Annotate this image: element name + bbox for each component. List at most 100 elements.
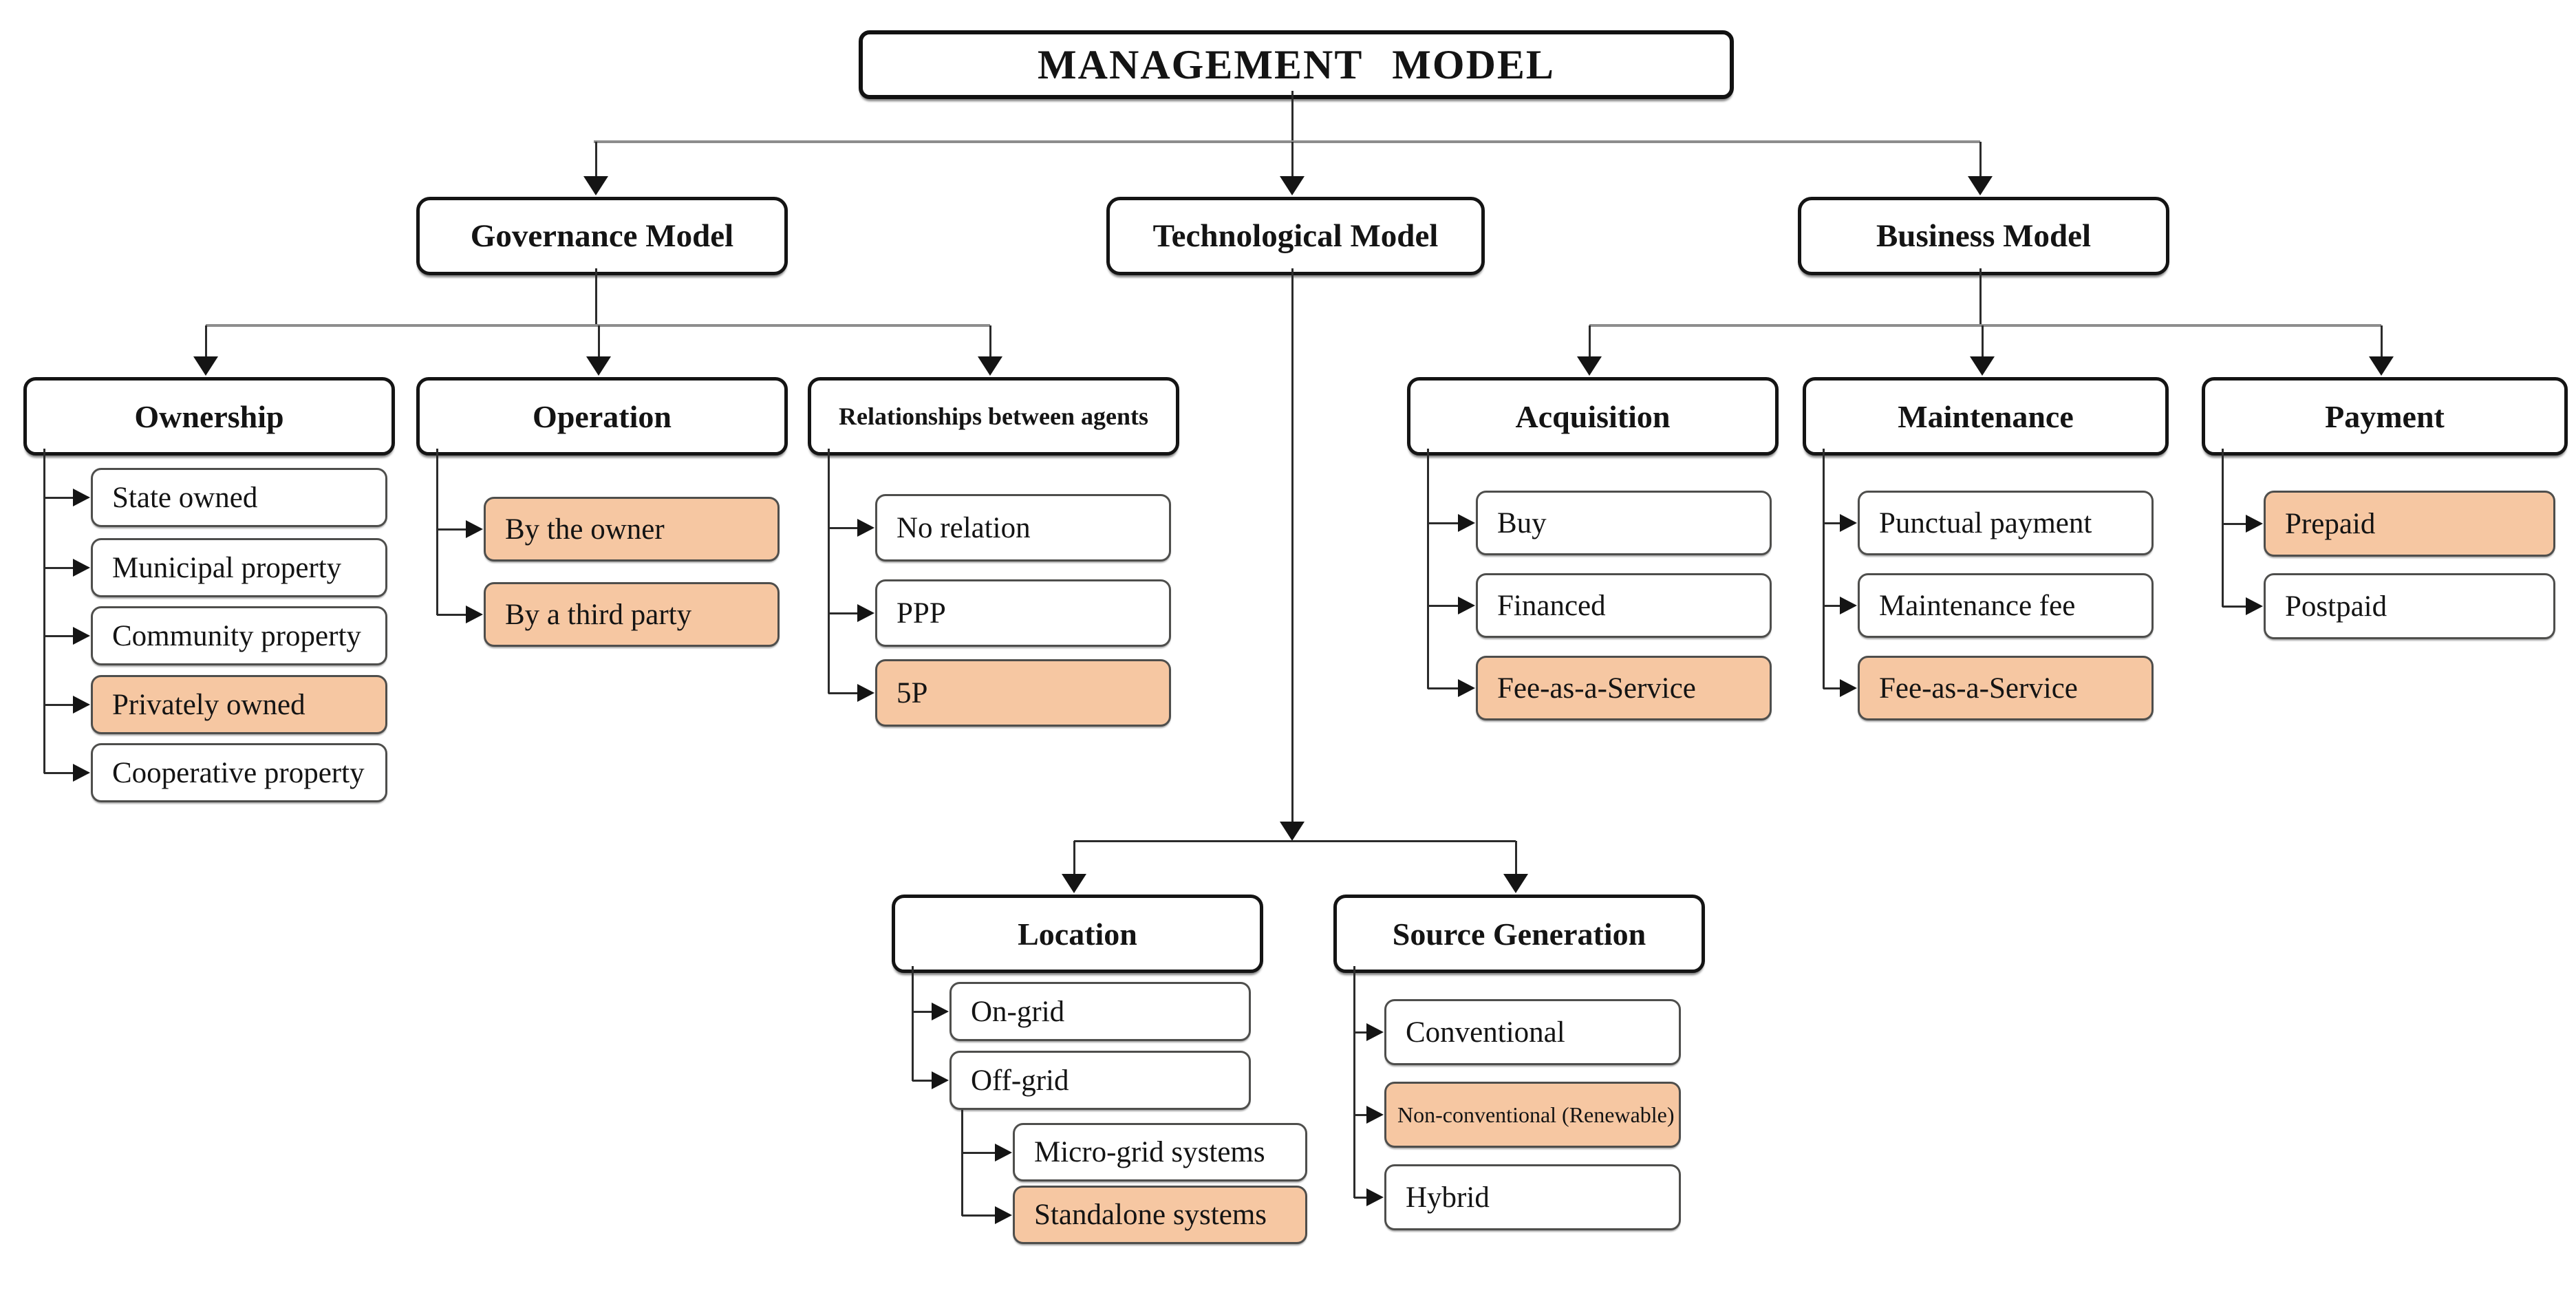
arrowhead-right-icon (73, 627, 90, 645)
item-node-community-property: Community property (91, 606, 387, 665)
arrowhead-right-icon (1366, 1106, 1384, 1124)
connector-line (2222, 523, 2248, 525)
connector-line (1428, 687, 1460, 689)
category-node-label: Operation (533, 398, 672, 434)
arrowhead-right-icon (995, 1143, 1012, 1162)
arrowhead-right-icon (1458, 514, 1475, 532)
arrowhead-down-icon (978, 356, 1002, 376)
category-node-label: Relationships between agents (838, 403, 1149, 430)
category-node-label: Source Generation (1392, 916, 1646, 952)
item-node-label: Standalone systems (1034, 1199, 1267, 1231)
item-node-conventional: Conventional (1384, 999, 1681, 1065)
arrowhead-down-icon (583, 176, 608, 195)
item-node-label: 5P (897, 676, 928, 709)
arrowhead-right-icon (466, 520, 483, 538)
branch-node-label: Governance Model (470, 218, 734, 254)
connector-line (43, 449, 45, 773)
arrowhead-right-icon (1366, 1023, 1384, 1041)
item-node-5p: 5P (875, 659, 1171, 727)
branch-node-technological-model: Technological Model (1106, 197, 1485, 275)
connector-line (2381, 325, 2383, 359)
item-node-label: Cooperative property (112, 756, 365, 789)
category-node-location: Location (892, 895, 1263, 973)
item-node-by-the-owner: By the owner (484, 497, 780, 561)
arrowhead-right-icon (73, 696, 90, 714)
connector-line (44, 635, 75, 637)
connector-line (437, 614, 468, 616)
category-node-label: Maintenance (1898, 398, 2074, 434)
item-node-postpaid: Postpaid (2264, 573, 2555, 639)
item-node-municipal-property: Municipal property (91, 538, 387, 597)
item-node-punctual-payment: Punctual payment (1858, 491, 2154, 555)
arrowhead-right-icon (857, 519, 874, 537)
item-node-label: By the owner (505, 513, 665, 546)
arrowhead-down-icon (1062, 874, 1086, 893)
item-node-ppp: PPP (875, 579, 1171, 647)
connector-line (2222, 606, 2248, 608)
connector-line (1291, 268, 1294, 823)
connector-line (912, 966, 914, 1081)
item-node-buy: Buy (1476, 491, 1772, 555)
connector-line (828, 612, 859, 614)
arrowhead-right-icon (932, 1003, 949, 1020)
item-node-label: Micro-grid systems (1034, 1136, 1265, 1168)
item-node-label: Hybrid (1406, 1181, 1490, 1214)
item-node-label: Prepaid (2285, 507, 2376, 540)
item-node-label: PPP (897, 597, 946, 630)
connector-line (2222, 449, 2224, 607)
connector-line (1353, 966, 1355, 1198)
arrowhead-down-icon (193, 356, 218, 376)
arrowhead-right-icon (1458, 597, 1475, 614)
branch-node-business-model: Business Model (1798, 197, 2169, 275)
branch-node-label: Technological Model (1152, 218, 1439, 254)
connector-line (1074, 840, 1516, 842)
item-node-label: Punctual payment (1879, 506, 2092, 539)
connector-line (828, 692, 859, 694)
item-node-label: By a third party (505, 598, 692, 631)
item-node-label: Fee-as-a-Service (1879, 672, 2078, 705)
branch-node-label: Business Model (1876, 218, 2092, 254)
branch-node-governance-model: Governance Model (416, 197, 788, 275)
item-node-standalone-systems: Standalone systems (1013, 1186, 1307, 1244)
arrowhead-down-icon (1968, 176, 1993, 195)
connector-line (595, 268, 597, 325)
category-node-maintenance: Maintenance (1803, 377, 2169, 456)
item-node-maintenance-fee: Maintenance fee (1858, 573, 2154, 638)
connector-line (1291, 142, 1294, 179)
arrowhead-right-icon (2246, 515, 2263, 533)
connector-line (1354, 1197, 1368, 1199)
arrowhead-right-icon (1840, 514, 1857, 532)
category-node-payment: Payment (2202, 377, 2568, 456)
arrowhead-down-icon (1503, 874, 1528, 893)
connector-line (594, 140, 1980, 143)
connector-line (828, 527, 859, 529)
connector-line (1428, 605, 1460, 607)
connector-line (1979, 142, 1982, 179)
connector-line (1982, 325, 1984, 359)
connector-line (961, 1110, 963, 1216)
arrowhead-right-icon (857, 604, 874, 622)
connector-line (989, 325, 991, 359)
item-node-fee-as-a-service: Fee-as-a-Service (1858, 656, 2154, 720)
connector-line (437, 528, 468, 531)
category-node-relationships-between-agents: Relationships between agents (808, 377, 1179, 456)
connector-line (44, 497, 75, 499)
connector-line (1979, 268, 1982, 325)
item-node-label: Maintenance fee (1879, 589, 2076, 622)
item-node-non-conventional-renewable: Non-conventional (Renewable) (1384, 1082, 1681, 1148)
arrowhead-right-icon (73, 489, 90, 506)
item-node-label: State owned (112, 481, 258, 514)
connector-line (205, 325, 207, 359)
category-node-label: Ownership (134, 398, 284, 434)
arrowhead-right-icon (1840, 679, 1857, 697)
connector-line (828, 449, 830, 694)
connector-line (595, 142, 597, 179)
root-node-management-model: MANAGEMENT MODEL (859, 30, 1734, 99)
item-node-label: Buy (1497, 506, 1547, 539)
connector-line (1823, 522, 1842, 524)
item-node-by-a-third-party: By a third party (484, 582, 780, 647)
item-node-no-relation: No relation (875, 494, 1171, 561)
category-node-label: Payment (2325, 398, 2445, 434)
connector-line (1427, 449, 1429, 689)
item-node-label: Non-conventional (Renewable) (1397, 1102, 1675, 1127)
